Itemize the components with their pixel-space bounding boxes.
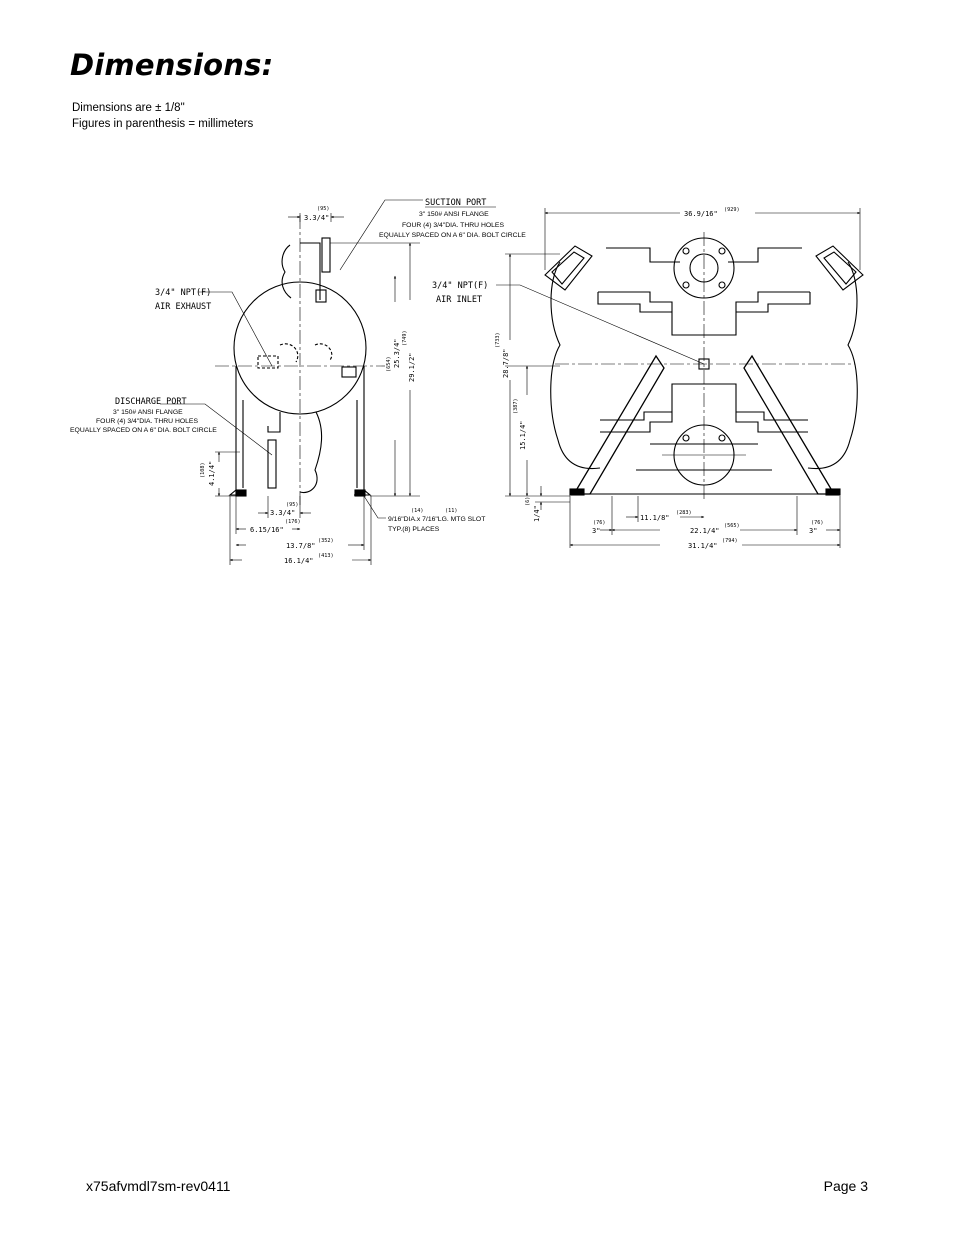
dim-22-1-4-mm: (565) (724, 523, 740, 529)
dim-28-7-8-mm: (733) (495, 332, 501, 348)
page-title: Dimensions: (70, 48, 274, 82)
discharge-port-line3: EQUALLY SPACED ON A 6" DIA. BOLT CIRCLE (70, 427, 217, 434)
air-exhaust-line1: 3/4" NPT(F) (155, 288, 211, 298)
dim-15-1-4-mm: (387) (513, 398, 519, 414)
dim-top-flange-mm: (95) (317, 206, 330, 212)
units-note: Figures in parenthesis = millimeters (72, 118, 254, 130)
dim-top-flange: 3.3/4" (304, 214, 329, 222)
dim-36-9-16-mm: (929) (724, 207, 740, 213)
mtg-slot-mm2: (11) (445, 508, 458, 514)
dim-1-4: 1/4" (533, 505, 541, 522)
dim-11-1-8: 11.1/8" (640, 514, 670, 522)
discharge-port-line2: FOUR (4) 3/4"DIA. THRU HOLES (96, 418, 198, 425)
dim-bottom-flange: 3.3/4" (270, 509, 295, 517)
dim-16-1-4-mm: (413) (318, 553, 334, 559)
dim-3-right-mm: (76) (811, 520, 824, 526)
suction-port-line2: FOUR (4) 3/4"DIA. THRU HOLES (402, 222, 504, 229)
dim-29-1-2: 29.1/2" (408, 352, 416, 382)
mtg-slot-line1: 9/16"DIA.x 7/16"LG. MTG SLOT (388, 516, 485, 523)
dim-16-1-4: 16.1/4" (284, 557, 314, 565)
dimension-drawing: SUCTION PORT 3" 150# ANSI FLANGE FOUR (4… (70, 198, 864, 565)
side-view (215, 215, 385, 505)
dim-13-7-8: 13.7/8" (286, 542, 316, 550)
air-inlet-line2: AIR INLET (436, 295, 482, 305)
dim-22-1-4: 22.1/4" (690, 527, 720, 535)
tolerance-note: Dimensions are ± 1/8" (72, 102, 185, 114)
dim-13-7-8-mm: (352) (318, 538, 334, 544)
front-view (544, 232, 864, 500)
page-number: Page 3 (823, 1178, 868, 1194)
dim-11-1-8-mm: (283) (676, 510, 692, 516)
discharge-port-title: DISCHARGE PORT (115, 397, 187, 407)
dim-4-1-4: 4.1/4" (208, 461, 216, 486)
dim-29-1-2-mm: (749) (402, 330, 408, 346)
air-inlet-line1: 3/4" NPT(F) (432, 281, 488, 291)
dim-31-1-4-mm: (794) (722, 538, 738, 544)
mtg-slot-mm1: (14) (411, 508, 424, 514)
dim-3-left-mm: (76) (593, 520, 606, 526)
suction-port-line1: 3" 150# ANSI FLANGE (419, 211, 489, 218)
suction-port-title: SUCTION PORT (425, 198, 486, 208)
dim-25-3-4-mm: (654) (386, 356, 392, 372)
dim-bottom-flange-mm: (95) (286, 502, 299, 508)
dim-4-1-4-mm: (108) (200, 462, 206, 478)
dim-6-15-16-mm: (176) (285, 519, 301, 525)
dim-15-1-4: 15.1/4" (519, 420, 527, 450)
dim-6-15-16: 6.15/16" (250, 526, 284, 534)
dim-31-1-4: 31.1/4" (688, 542, 718, 550)
dim-28-7-8: 28.7/8" (502, 348, 510, 378)
mtg-slot-line2: TYP.(8) PLACES (388, 526, 440, 533)
air-exhaust-line2: AIR EXHAUST (155, 302, 211, 312)
dim-3-right: 3" (809, 527, 817, 535)
suction-port-line3: EQUALLY SPACED ON A 6" DIA. BOLT CIRCLE (379, 232, 526, 239)
discharge-port-line1: 3" 150# ANSI FLANGE (113, 409, 183, 416)
dim-1-4-mm: (6) (525, 497, 531, 506)
dim-25-3-4: 25.3/4" (393, 338, 401, 368)
dim-36-9-16: 36.9/16" (684, 210, 718, 218)
document-id: x75afvmdl7sm-rev0411 (86, 1178, 231, 1194)
dim-3-left: 3" (592, 527, 600, 535)
